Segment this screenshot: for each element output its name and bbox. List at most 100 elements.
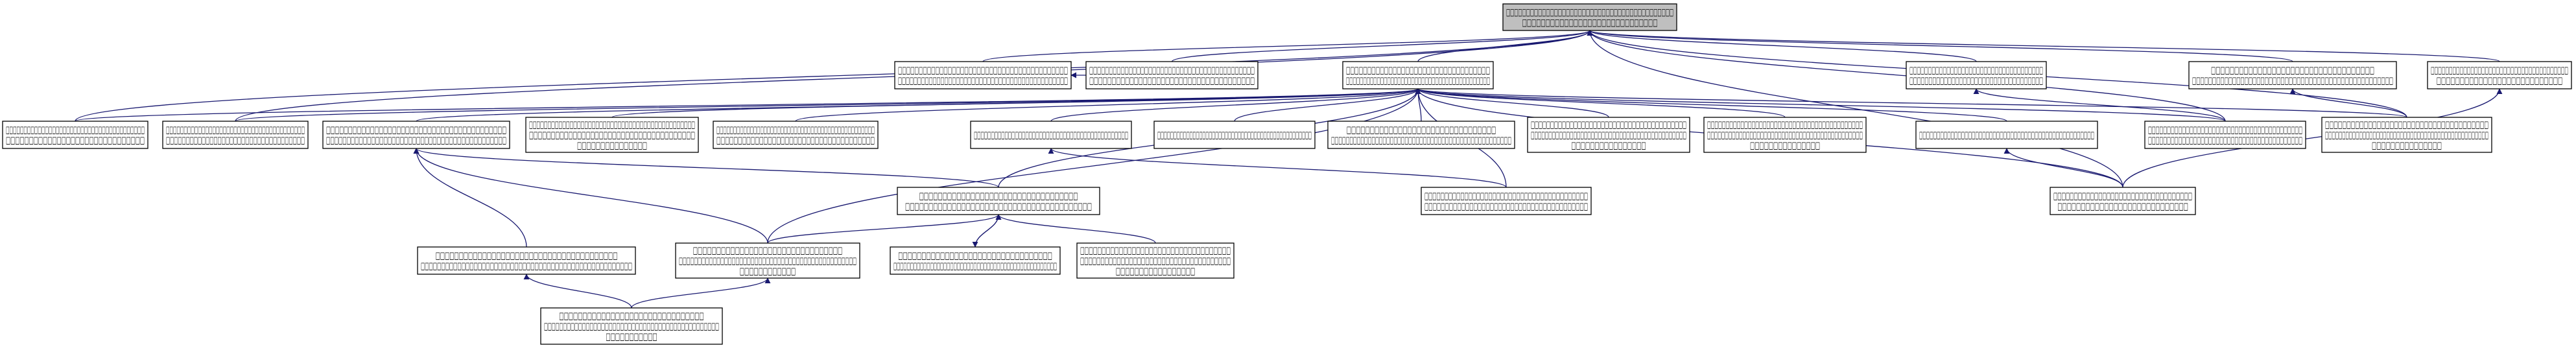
node-box xyxy=(1085,61,1258,89)
node-label-line: □□□□□□□□□□□□□□□□□□□□□□□□□□□□□□□□□□□□□□□□… xyxy=(898,64,1068,76)
node-label-line: □□□□□□□□□□□□□□□□□□□□□□□□□□□□□□□□□□□□□ xyxy=(1089,75,1255,86)
node-a3[interactable]: □□□□□□□□□□□□□□□□□□□□□□□□□□□□□□□□□□□□□□□□… xyxy=(1906,61,2047,89)
node-c3[interactable]: □□□□□□□□□□□□□□□□□□□□□□□□□□□□□□□□□□□□□□□□… xyxy=(2050,187,2196,215)
edge-d2-to-c1 xyxy=(767,214,1002,244)
node-label-line: □□□□□□□□□□□□□□□□□□□□□□□□□□□□□□□□□□□ xyxy=(1080,244,1231,256)
edge-b7-to-hub xyxy=(1234,88,1421,122)
edge-b1-to-root xyxy=(75,30,1593,122)
node-b7[interactable]: □□□□□□□□□□□□□□□□□□□□□□□□□□□□□□□□□□□□□□□□… xyxy=(1153,121,1316,149)
node-b11[interactable]: □□□□□□□□□□□□□□□□□□□□□□□□□□□□□□□□□□□□□□□□… xyxy=(1915,121,2098,149)
node-label-line: □□□□□□□□□□□□□□□ xyxy=(577,139,647,151)
node-label-line: □□□□□□□□□□□□ xyxy=(740,265,796,277)
edge-d2-to-hub xyxy=(767,88,1421,244)
node-label-line: □□□□□□□□□□□□□□□□□□□□□□□□□□□□□□□□□□□□□□□□… xyxy=(1424,190,1588,202)
node-hub[interactable]: □□□□□□□□□□□□□□□□□□□□□□□□□□□□□□□□□□□□□□□□… xyxy=(1342,61,1494,89)
edge-a5-to-root xyxy=(1587,30,2500,62)
node-b6[interactable]: □□□□□□□□□□□□□□□□□□□□□□□□□□□□□□□□□□□□□□□□… xyxy=(970,121,1132,149)
node-b5[interactable]: □□□□□□□□□□□□□□□□□□□□□□□□□□□□□□□□□□□□□□□□… xyxy=(713,121,879,149)
node-a5[interactable]: □□□□□□□□□□□□□□□□□□□□□□□□□□□□□□□□□□□□□□□□… xyxy=(2427,61,2572,89)
node-a4[interactable]: □□□□□□□□□□□□□□□□□□□□□□□□□□□□□□□□□□□□□□□□… xyxy=(2188,61,2397,89)
node-label-line: □□□□□□□□□□□□□□□□ xyxy=(1571,139,1646,151)
node-a2[interactable]: □□□□□□□□□□□□□□□□□□□□□□□□□□□□□□□□□□□□□□□□… xyxy=(1085,61,1258,89)
node-b13[interactable]: □□□□□□□□□□□□□□□□□□□□□□□□□□□□□□□□□□□□□□□□… xyxy=(2321,117,2492,153)
edge-b12-to-a3 xyxy=(1973,88,2226,122)
edge-b11-to-hub xyxy=(1415,88,2007,122)
node-label-line: □□□□□□□□□□□□□□□□□□□□□□□□□□□□□□□□□□□□□□□□ xyxy=(905,200,1092,212)
node-box xyxy=(417,246,636,275)
node-label-line: □□□□□□□□□□□□□□□□□□□□□□□□□□□□□□□□□□□□□□□□… xyxy=(421,260,632,272)
edge-d2-to-b3 xyxy=(413,148,768,244)
node-d4[interactable]: □□□□□□□□□□□□□□□□□□□□□□□□□□□□□□□□□□□□□□□□… xyxy=(1076,242,1235,279)
node-b12[interactable]: □□□□□□□□□□□□□□□□□□□□□□□□□□□□□□□□□□□□□□□□… xyxy=(2144,121,2306,149)
node-label-line: □□□□□□□□□□□□□□□□□□□□□□□□□□□□□□□□□□ xyxy=(919,190,1078,202)
node-label-line: □□□□□□□□□□□□□□□□□□□□□□□□□□□□□□□□□□ xyxy=(1346,64,1490,76)
node-label-line: □□□□□□□□□□□□□□□□□□□□□□□□□□□□□□□□ xyxy=(1347,124,1496,135)
node-label-line: □□□□□□□□□□□□□□□□□□□□□□□□□□□□□□□□□□□□□ xyxy=(716,134,875,146)
node-b8[interactable]: □□□□□□□□□□□□□□□□□□□□□□□□□□□□□□□□□□□□□□□□… xyxy=(1327,121,1515,149)
node-box xyxy=(2188,61,2397,89)
node-box xyxy=(2144,121,2306,149)
node-d1[interactable]: □□□□□□□□□□□□□□□□□□□□□□□□□□□□□□□□□□□□□□□□… xyxy=(417,246,636,275)
node-label-line: □□□□□□□□□□□□□□□□□□□□□□□□□□□□□□□□□□□□□□□□… xyxy=(1919,129,2094,141)
edge-c2-to-b6 xyxy=(1048,148,1507,188)
node-box xyxy=(1327,121,1515,149)
node-a1[interactable]: □□□□□□□□□□□□□□□□□□□□□□□□□□□□□□□□□□□□□□□□… xyxy=(894,61,1072,89)
node-box xyxy=(1153,121,1316,149)
node-root[interactable]: □□□□□□□□□□□□□□□□□□□□□□□□□□□□□□□□□□□□□□□□… xyxy=(1502,3,1677,31)
node-label-line: □□□□□□□□□□□□□□□ xyxy=(2372,139,2442,151)
node-label-line: □□□□□□□□□□□□□□□□□□□□□□□□□□□□□□□□□□□ xyxy=(1909,75,2043,86)
node-label-line: □□□□□□□□□□□□□□□□□□□□□□□□□□□□□□□□□□□□□□□□… xyxy=(2325,129,2488,141)
node-box xyxy=(1906,61,2047,89)
node-label-line: □□□□□□□□□□□□□□□□□□□□□□□□□□□□□□□□□□□□□□□□ xyxy=(1531,119,1686,130)
node-label-line: □□□□□□□□□□□□□□□□□□□□□□□□□□□□□□□□□□□□□□□□… xyxy=(529,119,695,130)
node-c1[interactable]: □□□□□□□□□□□□□□□□□□□□□□□□□□□□□□□□□□□□□□□□… xyxy=(897,187,1100,215)
edge-d4-to-c1 xyxy=(995,214,1156,244)
edge-b10-to-hub xyxy=(1415,88,1786,118)
node-d3[interactable]: □□□□□□□□□□□□□□□□□□□□□□□□□□□□□□□□□□□□□□□□… xyxy=(890,246,1061,275)
node-label-line: □□□□□□□□□□□□□□□□□□□□□□□□□□□□□□□□□□□□□□□□… xyxy=(893,260,1057,272)
node-e1[interactable]: □□□□□□□□□□□□□□□□□□□□□□□□□□□□□□□□□□□□□□□□… xyxy=(540,307,723,345)
node-label-line: □□□□□□□□□□□□□□□□□□□□□□□□□□□□□□□□□□□□□□□□… xyxy=(1531,129,1686,141)
edge-b13-to-hub xyxy=(1415,88,2407,118)
node-label-line: □□□□□□□□□□□□□□□□□□□□□□□□□□□□□□□□□□□□□□□□ xyxy=(1424,200,1588,212)
node-label-line: □□□□□□□□□□□□□□□□□□□□□□□□□□□□ xyxy=(2057,200,2188,212)
node-box xyxy=(2321,117,2492,153)
node-label-line: □□□□□□□□□□□□□□□□□□□□□□□□□□□□□□□□□□□□□□□ xyxy=(6,124,145,135)
node-label-line: □□□□□□□□□□□□□□□□□□□□□□□□□□□□□□□□□□□□□□□ xyxy=(166,124,305,135)
node-b1[interactable]: □□□□□□□□□□□□□□□□□□□□□□□□□□□□□□□□□□□□□□□□… xyxy=(2,121,148,149)
node-b4[interactable]: □□□□□□□□□□□□□□□□□□□□□□□□□□□□□□□□□□□□□□□□… xyxy=(525,117,699,153)
node-b2[interactable]: □□□□□□□□□□□□□□□□□□□□□□□□□□□□□□□□□□□□□□□□… xyxy=(162,121,309,149)
node-c2[interactable]: □□□□□□□□□□□□□□□□□□□□□□□□□□□□□□□□□□□□□□□□… xyxy=(1421,187,1592,215)
node-box xyxy=(894,61,1072,89)
node-b9[interactable]: □□□□□□□□□□□□□□□□□□□□□□□□□□□□□□□□□□□□□□□□… xyxy=(1527,117,1690,153)
node-box xyxy=(675,242,860,279)
node-box xyxy=(162,121,309,149)
node-label-line: □□□□□□□□□□□ xyxy=(606,331,657,342)
node-label-line: □□□□□□□□□□□□□□□□□□□□□□□□□□□□□□□□□□□□□□ xyxy=(2325,119,2488,130)
node-label-line: □□□□□□□□□□□□□□□□□□□□□□□□□□□□□□□□□□□□□□ xyxy=(2431,64,2568,76)
node-box xyxy=(970,121,1132,149)
edge-c3-to-b11 xyxy=(2003,148,2123,188)
node-box xyxy=(525,117,699,153)
edge-b9-to-hub xyxy=(1415,88,1609,118)
node-d2[interactable]: □□□□□□□□□□□□□□□□□□□□□□□□□□□□□□□□□□□□□□□□… xyxy=(675,242,860,279)
edge-b1-to-hub xyxy=(75,88,1421,122)
node-label-line: □□□□□□□□□□□□□□□□□□□□□□□□□□□□□□□□□□□□□□□□… xyxy=(974,129,1128,141)
edge-b6-to-hub xyxy=(1050,88,1421,122)
node-box xyxy=(1527,117,1690,153)
node-layer: □□□□□□□□□□□□□□□□□□□□□□□□□□□□□□□□□□□□□□□□… xyxy=(2,3,2572,345)
edge-a3-to-root xyxy=(1587,30,1977,62)
node-label-line: □□□□□□□□□□□□□□□□□□□□□□□□□□□□□□□□□□□□□□□□… xyxy=(2148,134,2302,146)
node-label-line: □□□□□□□□□□□□□□□□□□□□□□□□□□□□□□□□□□□□□□□□… xyxy=(1346,75,1490,86)
node-box xyxy=(2427,61,2572,89)
node-label-line: □□□□□□□□□□□□□□□□□□□□□□□□□□□□□□□□□□□□□□□ xyxy=(436,250,618,261)
edge-b4-to-hub xyxy=(611,88,1421,118)
edge-e1-to-d2 xyxy=(631,277,771,309)
node-box xyxy=(713,121,879,149)
node-box xyxy=(1342,61,1494,89)
node-box xyxy=(322,121,510,149)
node-b10[interactable]: □□□□□□□□□□□□□□□□□□□□□□□□□□□□□□□□□□□□□□□□… xyxy=(1703,117,1867,153)
node-b3[interactable]: □□□□□□□□□□□□□□□□□□□□□□□□□□□□□□□□□□□□□□□□… xyxy=(322,121,510,149)
node-label-line: □□□□□□□□□□□□□□□□□□□□□□□□□□□□□□□ xyxy=(559,310,703,322)
